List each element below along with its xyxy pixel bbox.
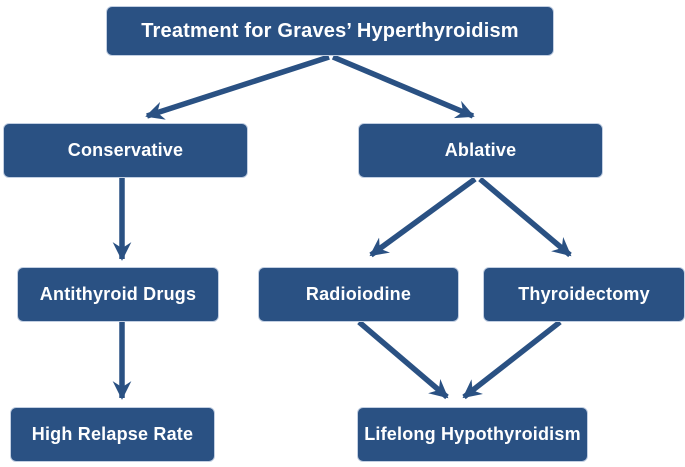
node-ablative: Ablative <box>358 123 603 178</box>
node-label-high-relapse: High Relapse Rate <box>31 423 194 444</box>
node-lifelong: Lifelong Hypothyroidism <box>357 407 588 462</box>
node-label-radioiodine: Radioiodine <box>305 283 412 304</box>
node-high-relapse: High Relapse Rate <box>10 407 215 462</box>
node-label-lifelong: Lifelong Hypothyroidism <box>364 423 581 444</box>
arrow-root-to-ablative <box>331 54 475 119</box>
node-label-root: Treatment for Graves’ Hyperthyroidism <box>141 20 519 42</box>
node-thyroidectomy: Thyroidectomy <box>483 267 685 322</box>
arrow-ablative-to-radioiodine <box>369 176 477 258</box>
node-label-antithyroid: Antithyroid Drugs <box>39 283 197 304</box>
arrow-ablative-to-thyroidectomy <box>478 176 572 258</box>
node-conservative: Conservative <box>3 123 248 178</box>
arrow-root-to-conservative <box>145 54 330 120</box>
node-label-thyroidectomy: Thyroidectomy <box>518 283 650 304</box>
node-label-ablative: Ablative <box>444 139 517 160</box>
node-antithyroid: Antithyroid Drugs <box>17 267 219 322</box>
arrow-thyroidectomy-to-lifelong <box>462 319 562 400</box>
node-label-conservative: Conservative <box>67 139 184 160</box>
node-radioiodine: Radioiodine <box>258 267 459 322</box>
arrow-radioiodine-to-lifelong <box>357 319 449 400</box>
node-root: Treatment for Graves’ Hyperthyroidism <box>106 6 554 56</box>
